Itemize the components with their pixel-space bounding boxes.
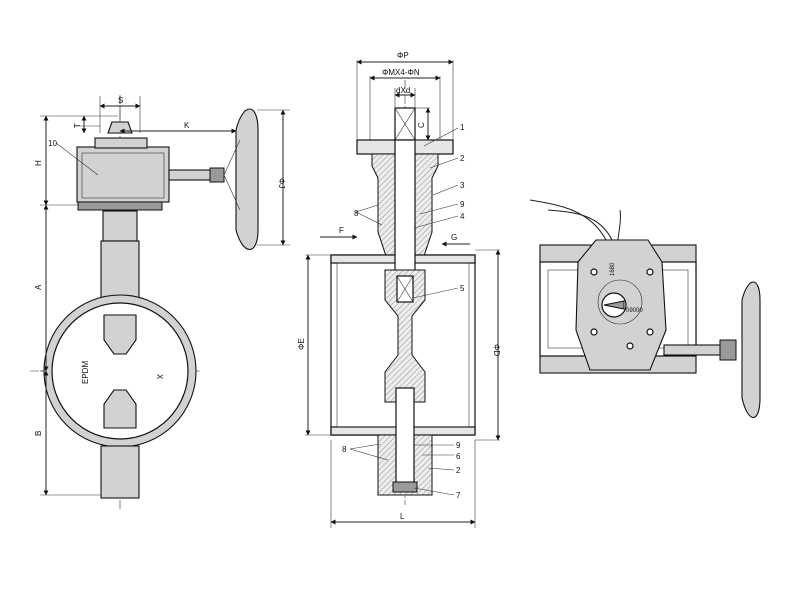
part-9: 9 xyxy=(460,200,465,209)
dim-d: ΦD xyxy=(492,344,501,356)
part-8-upper: 8 xyxy=(354,209,359,218)
part-6: 6 xyxy=(456,452,461,461)
misc-labels: EPDM 1680 09000 xyxy=(81,262,643,384)
dim-h: H xyxy=(34,160,43,166)
section-view-dimensions xyxy=(305,59,501,525)
dim-a: A xyxy=(34,284,43,290)
part-2: 2 xyxy=(460,154,465,163)
dim-c: C xyxy=(417,122,426,128)
dim-x: X xyxy=(155,374,164,380)
dim-e: ΦE xyxy=(297,338,306,350)
dimension-labels: S T K H ΦJ A B X ΦP ΦMX4-ΦN dXd C F G ΦE… xyxy=(34,51,501,521)
part-1: 1 xyxy=(460,123,465,132)
dim-l: L xyxy=(400,512,405,521)
dim-mn: ΦMX4-ΦN xyxy=(382,68,420,77)
part-3: 3 xyxy=(460,181,465,190)
dim-p: ΦP xyxy=(397,51,409,60)
section-view xyxy=(305,60,500,528)
gauge-label-a: 1680 xyxy=(610,262,616,276)
dim-b: B xyxy=(34,431,43,436)
part-10: 10 xyxy=(48,139,57,148)
dim-f: F xyxy=(339,226,344,235)
dim-t: T xyxy=(73,123,82,128)
part-4: 4 xyxy=(460,212,465,221)
part-8-lower: 8 xyxy=(342,445,347,454)
part-2-lower: 2 xyxy=(456,466,461,475)
part-7: 7 xyxy=(456,491,461,500)
part-5: 5 xyxy=(460,284,465,293)
liner-label: EPDM xyxy=(81,361,90,384)
dim-k: K xyxy=(184,121,190,130)
front-view xyxy=(30,95,290,510)
front-view-dimensions xyxy=(43,103,286,496)
dim-g: G xyxy=(451,233,457,242)
part-labels: 10 1 2 3 9 4 5 8 9 6 2 7 8 xyxy=(48,123,465,500)
gauge-label-b: 09000 xyxy=(626,308,643,314)
top-view xyxy=(529,199,761,418)
dim-dxd: dXd xyxy=(396,86,410,95)
dim-s: S xyxy=(118,96,123,105)
part-9-lower: 9 xyxy=(456,441,461,450)
dim-j: ΦJ xyxy=(277,178,286,188)
